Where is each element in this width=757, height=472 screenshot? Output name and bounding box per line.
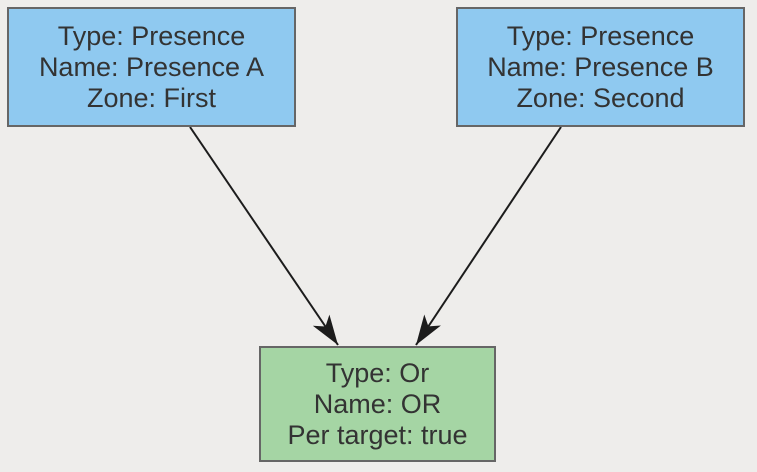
node-presence-b[interactable]: Type: Presence Name: Presence B Zone: Se… [456, 7, 745, 127]
node-type-line: Type: Presence [506, 20, 695, 51]
node-per-target-line: Per target: true [287, 419, 468, 450]
node-presence-a[interactable]: Type: Presence Name: Presence A Zone: Fi… [7, 7, 296, 127]
edge-presence-b-to-or[interactable] [415, 126, 562, 346]
node-type-line: Type: Or [325, 357, 430, 388]
edge-presence-a-to-or[interactable] [189, 126, 339, 346]
node-zone-line: Zone: First [86, 82, 217, 113]
node-name-line: Name: Presence A [38, 51, 265, 82]
node-name-line: Name: Presence B [487, 51, 714, 82]
node-or[interactable]: Type: Or Name: OR Per target: true [259, 346, 496, 462]
node-name-line: Name: OR [313, 388, 442, 419]
node-type-line: Type: Presence [57, 20, 246, 51]
node-zone-line: Zone: Second [516, 82, 685, 113]
